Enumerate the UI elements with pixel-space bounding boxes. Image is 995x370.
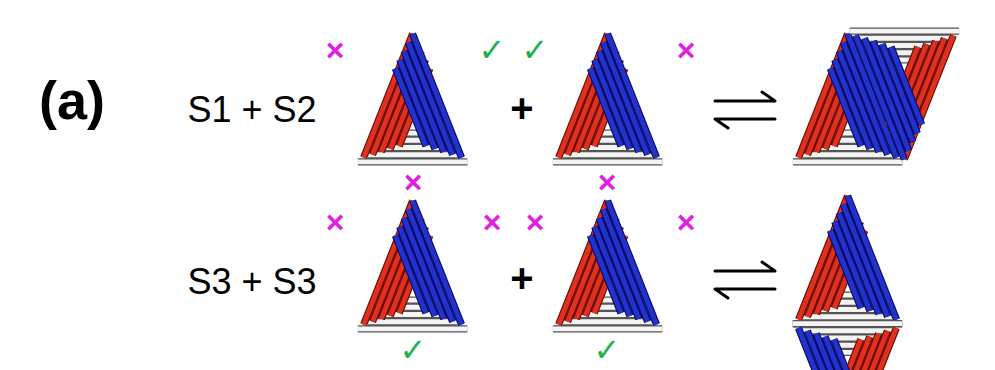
cross-mark: × bbox=[326, 34, 345, 66]
check-mark: ✓ bbox=[594, 334, 621, 366]
cross-mark: × bbox=[677, 206, 696, 238]
cross-mark: × bbox=[326, 206, 345, 238]
plus-sign: + bbox=[510, 88, 533, 128]
cross-mark: × bbox=[404, 166, 423, 198]
cross-mark: × bbox=[677, 34, 696, 66]
check-mark: ✓ bbox=[400, 334, 427, 366]
cross-mark: × bbox=[598, 166, 617, 198]
reaction-label: S3 + S3 bbox=[187, 264, 316, 300]
check-mark: ✓ bbox=[479, 34, 506, 66]
plus-sign: + bbox=[510, 258, 533, 298]
panel-label: (a) bbox=[39, 73, 105, 127]
cross-mark: × bbox=[483, 206, 502, 238]
check-mark: ✓ bbox=[522, 34, 549, 66]
cross-mark: × bbox=[526, 206, 545, 238]
reaction-label: S1 + S2 bbox=[187, 92, 316, 128]
